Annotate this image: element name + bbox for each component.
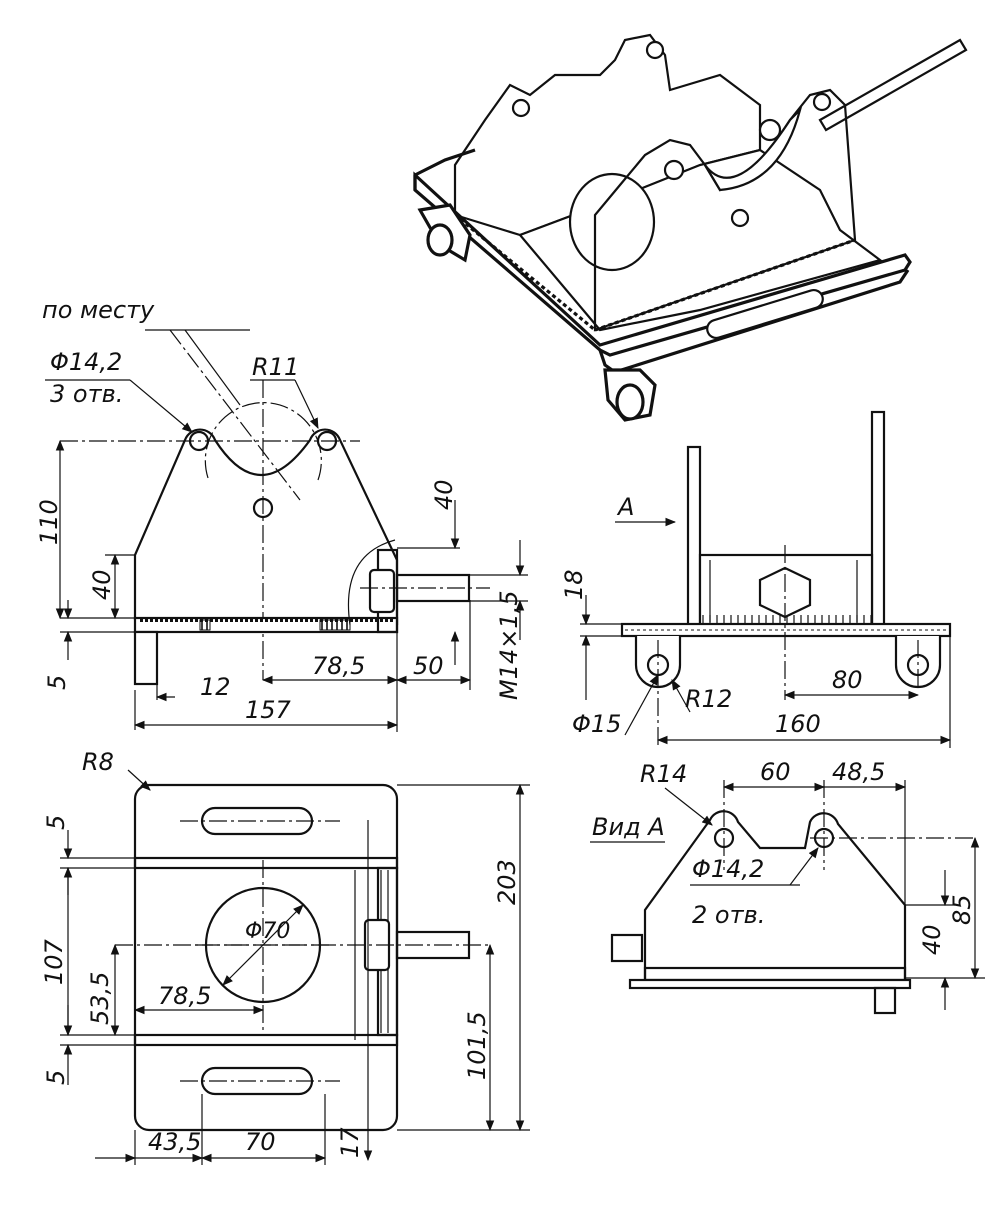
dim-40-left: 40 (88, 569, 116, 600)
plan-dim-17: 17 (336, 1127, 364, 1158)
dim-157: 157 (245, 696, 292, 724)
side-wall-right (870, 410, 886, 629)
view-a-dim-60: 60 (760, 758, 791, 786)
view-a-dim-48-5: 48,5 (832, 758, 885, 786)
iso-slot (706, 288, 824, 340)
plan-dim-78-5: 78,5 (158, 982, 211, 1010)
iso-front-hole-2 (812, 92, 832, 112)
front-hole-dia: Φ14,2 (50, 348, 122, 376)
side-base-plate (620, 622, 952, 638)
view-a-hole-count: 2 отв. (692, 901, 765, 929)
plan-dim-43-5: 43,5 (148, 1128, 201, 1156)
plan-view: Φ70 R8 5 5 107 53,5 78,5 203 101,5 (40, 748, 530, 1165)
side-r12: R12 (685, 685, 732, 713)
iso-lug-left (417, 203, 472, 263)
front-hole-count: 3 отв. (50, 380, 123, 408)
dim-thread: M14×1,5 (495, 590, 523, 700)
front-view: 110 40 5 12 157 78,5 50 40 M14×1,5 по ме… (35, 296, 528, 732)
front-nut (368, 568, 396, 614)
note-po-mestu: по месту (42, 296, 155, 324)
iso-front-hole-3 (730, 208, 750, 228)
view-a-title: Вид А (592, 813, 665, 841)
view-a-hole-dia: Φ14,2 (692, 855, 764, 883)
plan-dim-101-5: 101,5 (463, 1011, 491, 1080)
dim-80: 80 (832, 666, 863, 694)
iso-back-hole-2 (645, 40, 665, 60)
plan-phi70: Φ70 (245, 919, 290, 944)
side-view: A 18 80 160 Φ15 R12 (560, 410, 952, 748)
front-lug (133, 630, 159, 686)
iso-base-hole (568, 172, 656, 272)
plan-dim-5a: 5 (42, 815, 70, 830)
iso-lug-front (603, 368, 657, 422)
dim-12: 12 (200, 673, 231, 701)
view-a-dim-85: 85 (948, 894, 976, 925)
plan-dim-5b: 5 (42, 1070, 70, 1085)
front-radius: R11 (252, 353, 299, 381)
dim-78-5: 78,5 (312, 652, 365, 680)
plan-r8: R8 (82, 748, 114, 776)
isometric-view (413, 33, 968, 422)
view-a-nut (610, 933, 644, 963)
plan-dim-53-5: 53,5 (86, 972, 114, 1025)
view-arrow-a: A (616, 493, 634, 521)
view-a-outline (643, 810, 907, 980)
plan-dim-107: 107 (40, 938, 68, 985)
side-wall-left (686, 445, 702, 629)
side-dia-15: Φ15 (572, 710, 621, 738)
dim-160: 160 (775, 710, 821, 738)
plan-dim-70: 70 (245, 1128, 276, 1156)
iso-threaded-rod (758, 38, 968, 142)
iso-front-hole-1 (663, 159, 685, 181)
iso-base-plate (413, 171, 912, 357)
dim-50: 50 (413, 652, 444, 680)
dim-5-front: 5 (43, 675, 71, 690)
plan-dim-203: 203 (493, 859, 521, 905)
iso-back-hole-1 (511, 98, 531, 118)
view-a: 60 48,5 R14 Вид А Φ14,2 2 отв. 40 85 (590, 758, 985, 1015)
dim-18: 18 (560, 569, 588, 600)
dim-40-right: 40 (430, 479, 458, 510)
front-plate-outline (133, 428, 399, 625)
view-a-r14: R14 (640, 760, 687, 788)
view-a-dim-40: 40 (918, 924, 946, 955)
dim-110: 110 (35, 499, 63, 545)
